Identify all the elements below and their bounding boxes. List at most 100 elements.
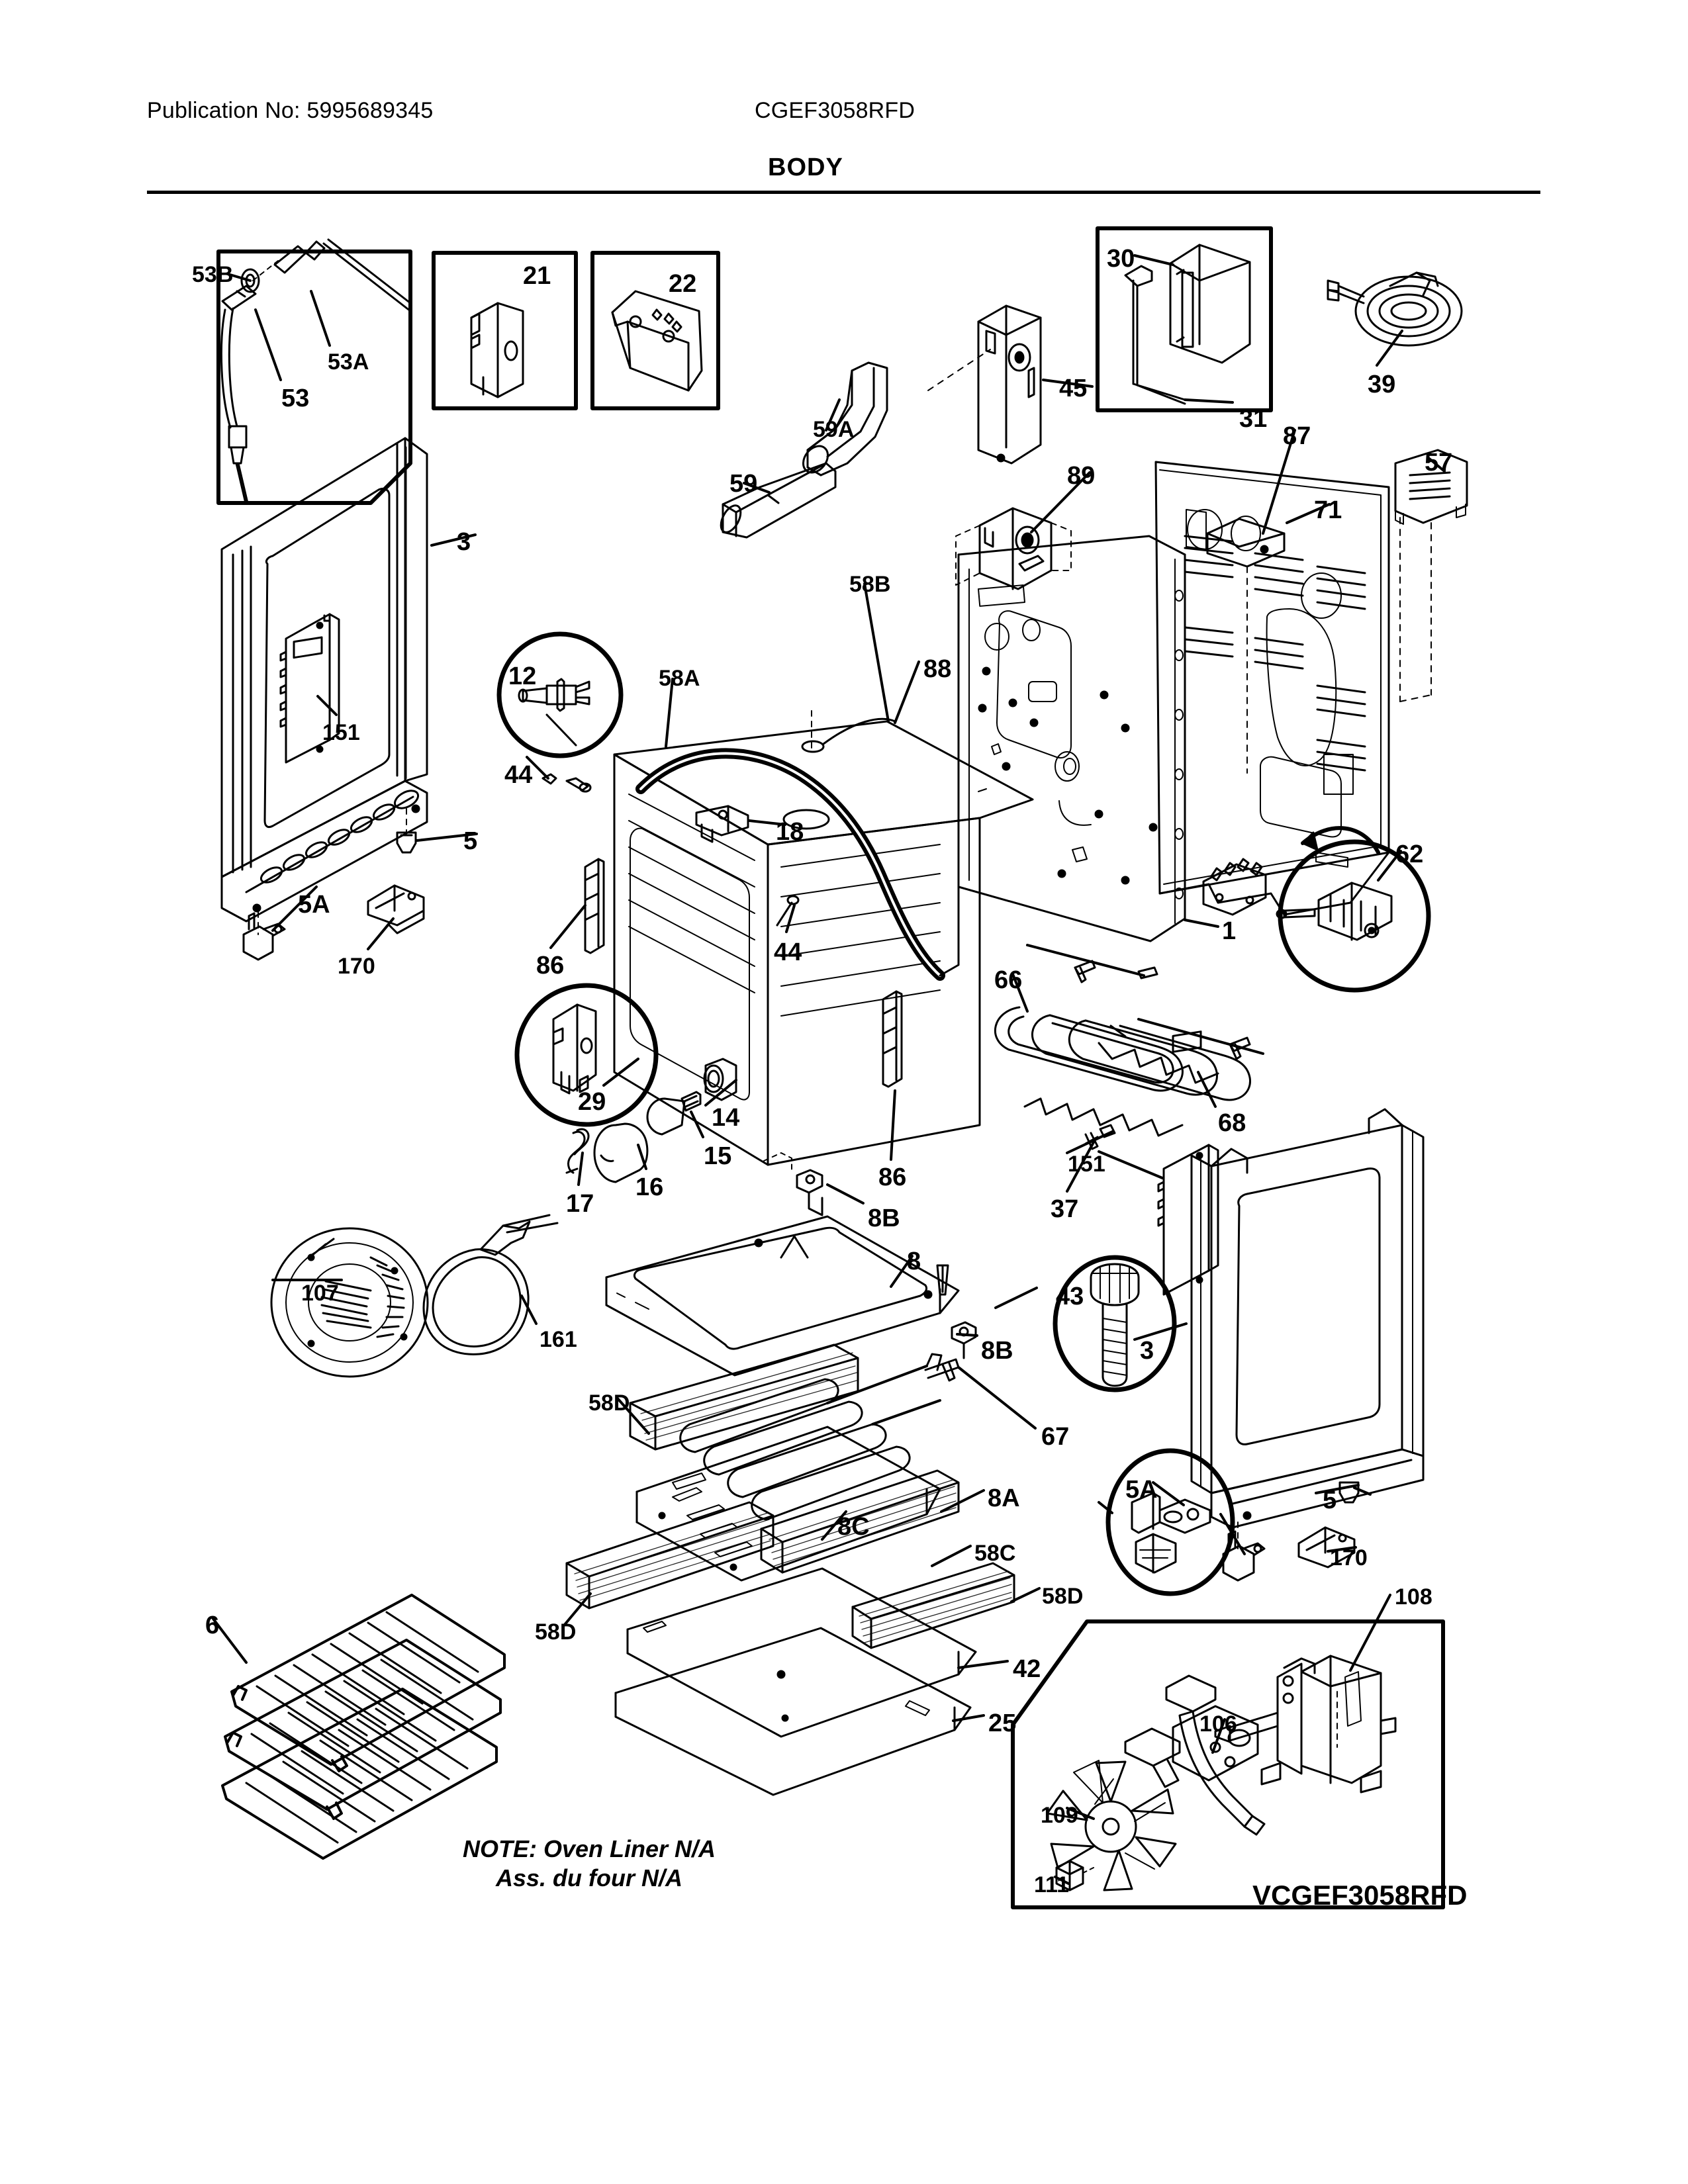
callout-86b: 86 [878,1163,907,1191]
publication-number: Publication No: 5995689345 [147,98,434,123]
broil-element-67 [679,1353,960,1521]
bake-element-66 [994,944,1264,1101]
callout-15: 15 [704,1142,732,1170]
insulation-strip-58D-lower-right [851,1562,1015,1649]
callout-151R: 151 [1068,1152,1105,1177]
callout-22: 22 [669,270,697,298]
callout-58A: 58A [659,666,700,691]
callout-109: 109 [1041,1803,1078,1828]
callout-42: 42 [1013,1655,1041,1683]
callout-58D2: 58D [535,1619,577,1645]
insulation-strip-58D-lower-left [565,1501,774,1610]
callout-31: 31 [1239,405,1268,433]
switch-inset-box [432,251,578,410]
power-cord [1327,271,1463,347]
callout-111: 111 [1034,1872,1069,1897]
callout-45: 45 [1059,375,1088,402]
callout-66: 66 [994,966,1023,994]
callout-6: 6 [205,1612,220,1639]
callout-170a: 170 [338,954,375,979]
gasket-161 [422,1214,559,1355]
hinge-detail-art [1131,1492,1211,1574]
callout-5b: 5 [1323,1486,1337,1514]
callout-16: 16 [635,1173,664,1201]
bottom-panel-8C [635,1426,941,1582]
callout-161: 161 [539,1327,577,1352]
callout-44b: 44 [774,938,802,966]
callout-3L: 3 [457,528,471,556]
bottom-panel-25 [614,1627,972,1796]
callout-12: 12 [508,662,537,690]
callout-3R: 3 [1140,1337,1154,1365]
callout-58C: 58C [974,1541,1016,1566]
callout-87: 87 [1283,422,1311,450]
callout-67: 67 [1041,1423,1070,1451]
callout-106: 106 [1199,1711,1237,1737]
rear-panel-71 [1154,461,1390,916]
left-door-panel [220,437,428,923]
callout-8C: 8C [837,1513,870,1541]
note-line-1: NOTE: Oven Liner N/A [462,1835,716,1862]
callout-8B2: 8B [981,1337,1013,1365]
callout-53: 53 [281,385,310,412]
wire-harness-68 [1023,1024,1219,1137]
rack-guide-86-left [584,858,605,954]
section-title: BODY [768,154,843,181]
vent-cover-57 [1394,449,1468,702]
callout-5A2: 5A [1125,1476,1158,1504]
callout-57: 57 [1425,449,1453,477]
fan-bracket-106 [1124,1674,1266,1836]
oven-cavity [613,710,1034,1166]
header-rule [147,191,1540,194]
callout-170b: 170 [1330,1545,1368,1570]
callout-8B1: 8B [868,1205,900,1232]
callout-151L: 151 [322,720,360,745]
callout-43: 43 [1056,1283,1084,1310]
callout-14: 14 [712,1104,740,1132]
callout-62: 62 [1395,841,1424,868]
callout-1: 1 [1222,917,1237,945]
callout-58D1: 58D [588,1390,630,1416]
callout-71: 71 [1314,496,1342,524]
callout-89: 89 [1067,462,1096,490]
right-door-panel [1190,1108,1425,1529]
bracket-151-right [1157,1030,1219,1296]
callout-58D3: 58D [1042,1584,1084,1609]
cover-plate-87 [1206,518,1286,774]
callout-53B: 53B [192,262,234,287]
callout-30: 30 [1107,245,1135,273]
bracket-inset-box [590,251,720,410]
rack-guide-86-right [882,990,903,1088]
note-line-2: Ass. du four N/A [495,1864,682,1891]
callout-18: 18 [776,818,804,846]
callout-37: 37 [1051,1195,1079,1223]
callout-108: 108 [1395,1584,1432,1610]
bottom-trim-42 [626,1567,977,1738]
oven-rack-6 [221,1594,506,1860]
callout-86a: 86 [536,952,565,979]
note-text: NOTE: Oven Liner N/A Ass. du four N/A [450,1835,728,1893]
callout-17: 17 [566,1190,594,1218]
callout-107: 107 [301,1281,339,1306]
insulation-strip-58D-upper [629,1343,859,1451]
part-45-housing [927,304,1042,465]
variant-model-label: VCGEF3058RFD [1252,1880,1468,1911]
callout-88: 88 [923,655,952,683]
lamp-socket-29-art [552,1003,597,1095]
callout-39: 39 [1368,371,1396,398]
callout-25: 25 [988,1709,1017,1737]
callout-68: 68 [1218,1109,1246,1137]
callout-5Aa: 5A [298,891,330,919]
screw-44-left [541,713,592,793]
screw-43-art [1090,1263,1140,1387]
fan-motor-inset-box [1011,1619,1445,1909]
detail-circle-rings [496,631,1431,1596]
convection-cover-107 [270,1227,429,1378]
model-number: CGEF3058RFD [755,98,915,123]
callout-59A: 59A [813,417,855,442]
chassis-back-panel [957,535,1186,942]
callout-29: 29 [578,1088,606,1116]
callout-21: 21 [523,262,551,290]
